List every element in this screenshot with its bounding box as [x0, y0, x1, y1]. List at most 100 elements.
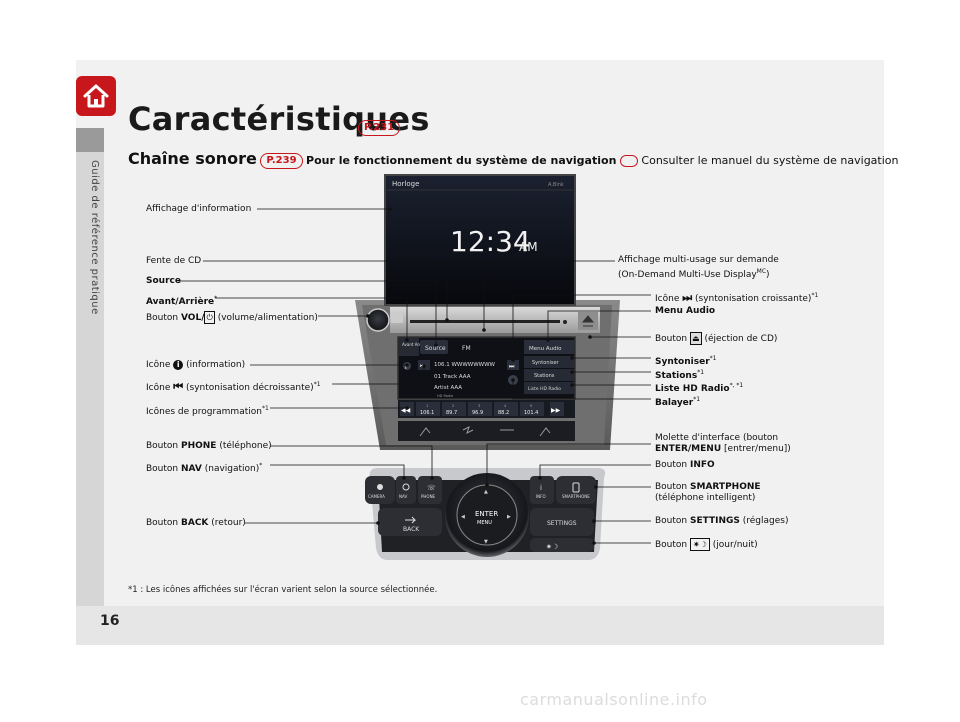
cd-slot: [410, 320, 560, 323]
label-daynight: Bouton ✷☽ (jour/nuit): [655, 538, 758, 551]
label-menu-audio: Menu Audio: [655, 306, 716, 316]
label-liste-hd-text: Liste HD Radio: [655, 384, 730, 394]
leader-dots-left: [366, 207, 449, 525]
label-settings-bold: SETTINGS: [690, 516, 740, 526]
clock-ampm: AM: [519, 240, 538, 254]
label-presets-text: Icônes de programmation: [146, 407, 262, 417]
label-odmd-line2: (On-Demand Multi-Use Display: [618, 270, 757, 280]
label-nav-post: (navigation): [204, 464, 260, 474]
label-balayer-text: Balayer: [655, 398, 694, 408]
label-info-icon: Icône i (information): [146, 360, 245, 371]
skip-back-icon: ⏮: [173, 380, 184, 393]
preset-value-2: 89.7: [446, 410, 457, 416]
label-stations-text: Stations: [655, 371, 698, 381]
label-nav: Bouton NAV (navigation)*: [146, 462, 263, 474]
preset-button-5[interactable]: [520, 402, 544, 416]
label-phone-post: (téléphone): [219, 441, 272, 451]
label-phone: Bouton PHONE (téléphone): [146, 441, 272, 452]
label-daynight-post: (jour/nuit): [712, 540, 758, 550]
preset-number-2: 2: [452, 404, 454, 408]
label-molette: Molette d'interface (bouton ENTER/MENU […: [655, 433, 791, 455]
source-btn: Source: [425, 345, 446, 352]
svg-text:◀◀: ◀◀: [401, 407, 411, 414]
freq-line: 106.1 WWWWWWWW: [434, 362, 496, 368]
svg-text:▶▶: ▶▶: [551, 407, 561, 414]
label-eject-post: (éjection de CD): [704, 334, 778, 344]
page-footer-strip: [76, 606, 884, 645]
label-info-btn: Bouton INFO: [655, 460, 715, 471]
label-smart-bold: SMARTPHONE: [690, 482, 761, 492]
label-settings-pre: Bouton: [655, 516, 688, 526]
home-icon: [83, 84, 109, 108]
nav-manual-icon: [619, 155, 638, 167]
svg-text:i: i: [405, 364, 407, 371]
label-daynight-pre: Bouton: [655, 540, 688, 550]
svg-text:☏: ☏: [427, 484, 436, 492]
phone-btn-label: PHONE: [421, 494, 436, 499]
label-back-pre: Bouton: [146, 518, 179, 528]
eject-icon: ⏏: [690, 332, 702, 345]
label-molette-line1: Molette d'interface (bouton: [655, 433, 779, 443]
label-vol-bold: VOL/: [181, 313, 205, 323]
label-odmd-close: ): [766, 270, 770, 280]
page-ref-badge[interactable]: P.231: [358, 119, 401, 136]
power-icon: ⏻: [204, 311, 215, 324]
sidebar-tab: [76, 128, 104, 152]
label-liste-hd: Liste HD Radio*, *1: [655, 382, 744, 394]
info-circle-icon: i: [173, 360, 184, 370]
climate-strip: [398, 421, 575, 441]
clock-display: 12:34: [450, 225, 531, 258]
preset-button-3[interactable]: [468, 402, 492, 416]
label-eject: Bouton ⏏ (éjection de CD): [655, 332, 777, 345]
preset-button-2[interactable]: [442, 402, 466, 416]
page-number: 16: [100, 613, 120, 629]
label-skip-back: Icône ⏮ (syntonisation décroissante)*1: [146, 380, 321, 393]
svg-text:▶: ▶: [507, 514, 511, 520]
upper-display-right: A.Bink: [548, 182, 564, 188]
label-info-post: (information): [186, 360, 246, 370]
home-button[interactable]: [76, 76, 116, 116]
info-btn-label: INFO: [536, 494, 546, 499]
label-vol-post: (volume/alimentation): [217, 313, 318, 323]
preset-value-1: 106.1: [420, 410, 434, 416]
section-heading: Chaîne sonore: [128, 149, 257, 168]
svg-text:◀: ◀: [461, 514, 465, 520]
label-molette-bold: ENTER/MENU: [655, 444, 722, 454]
menu-audio-btn: Menu Audio: [529, 346, 562, 352]
label-molette-rest: [entrer/menu]): [724, 444, 791, 454]
title-page-ref[interactable]: P.231: [358, 117, 401, 136]
artist-line: Artist AAA: [434, 385, 462, 391]
section-page-ref[interactable]: P.239: [260, 153, 303, 169]
upper-display-title: Horloge: [392, 180, 419, 188]
liste-hd-btn: Liste HD Radio: [528, 386, 561, 392]
front-rear-btn: Avant Arr.: [402, 342, 422, 347]
preset-value-4: 88.2: [498, 410, 509, 416]
preset-button-1[interactable]: [416, 402, 440, 416]
label-affichage-info: Affichage d'information: [146, 204, 252, 214]
label-nav-pre: Bouton: [146, 464, 179, 474]
nav-instructions-bold: Pour le fonctionnement du système de nav…: [306, 154, 617, 167]
svg-text:▲: ▲: [484, 489, 488, 495]
preset-number-5: 5: [530, 404, 532, 408]
volume-knob: [366, 308, 390, 332]
enter-label: ENTER: [475, 510, 498, 518]
track-line: 01 Track AAA: [434, 374, 471, 380]
stations-btn: Stations: [534, 373, 555, 379]
hd-label: HD Radio: [437, 394, 453, 398]
label-phone-pre: Bouton: [146, 441, 179, 451]
label-balayer: Balayer*1: [655, 396, 701, 408]
sidebar-strip: [76, 128, 104, 606]
label-info-btn-bold: INFO: [690, 460, 715, 470]
page-title: Caractéristiques: [128, 100, 430, 138]
label-info-pre: Icône: [146, 360, 171, 370]
leader-lines-left: [178, 208, 448, 524]
upper-display: [384, 174, 576, 306]
preset-button-4[interactable]: [494, 402, 518, 416]
label-avant-arriere: Avant/Arrière*: [146, 295, 218, 307]
label-skip-fwd: Icône ⏭ (syntonisation croissante)*1: [655, 291, 819, 304]
back-btn-label: BACK: [403, 526, 420, 533]
label-avant-arriere-text: Avant/Arrière: [146, 297, 215, 307]
label-back: Bouton BACK (retour): [146, 518, 246, 529]
preset-value-3: 96.9: [472, 410, 483, 416]
